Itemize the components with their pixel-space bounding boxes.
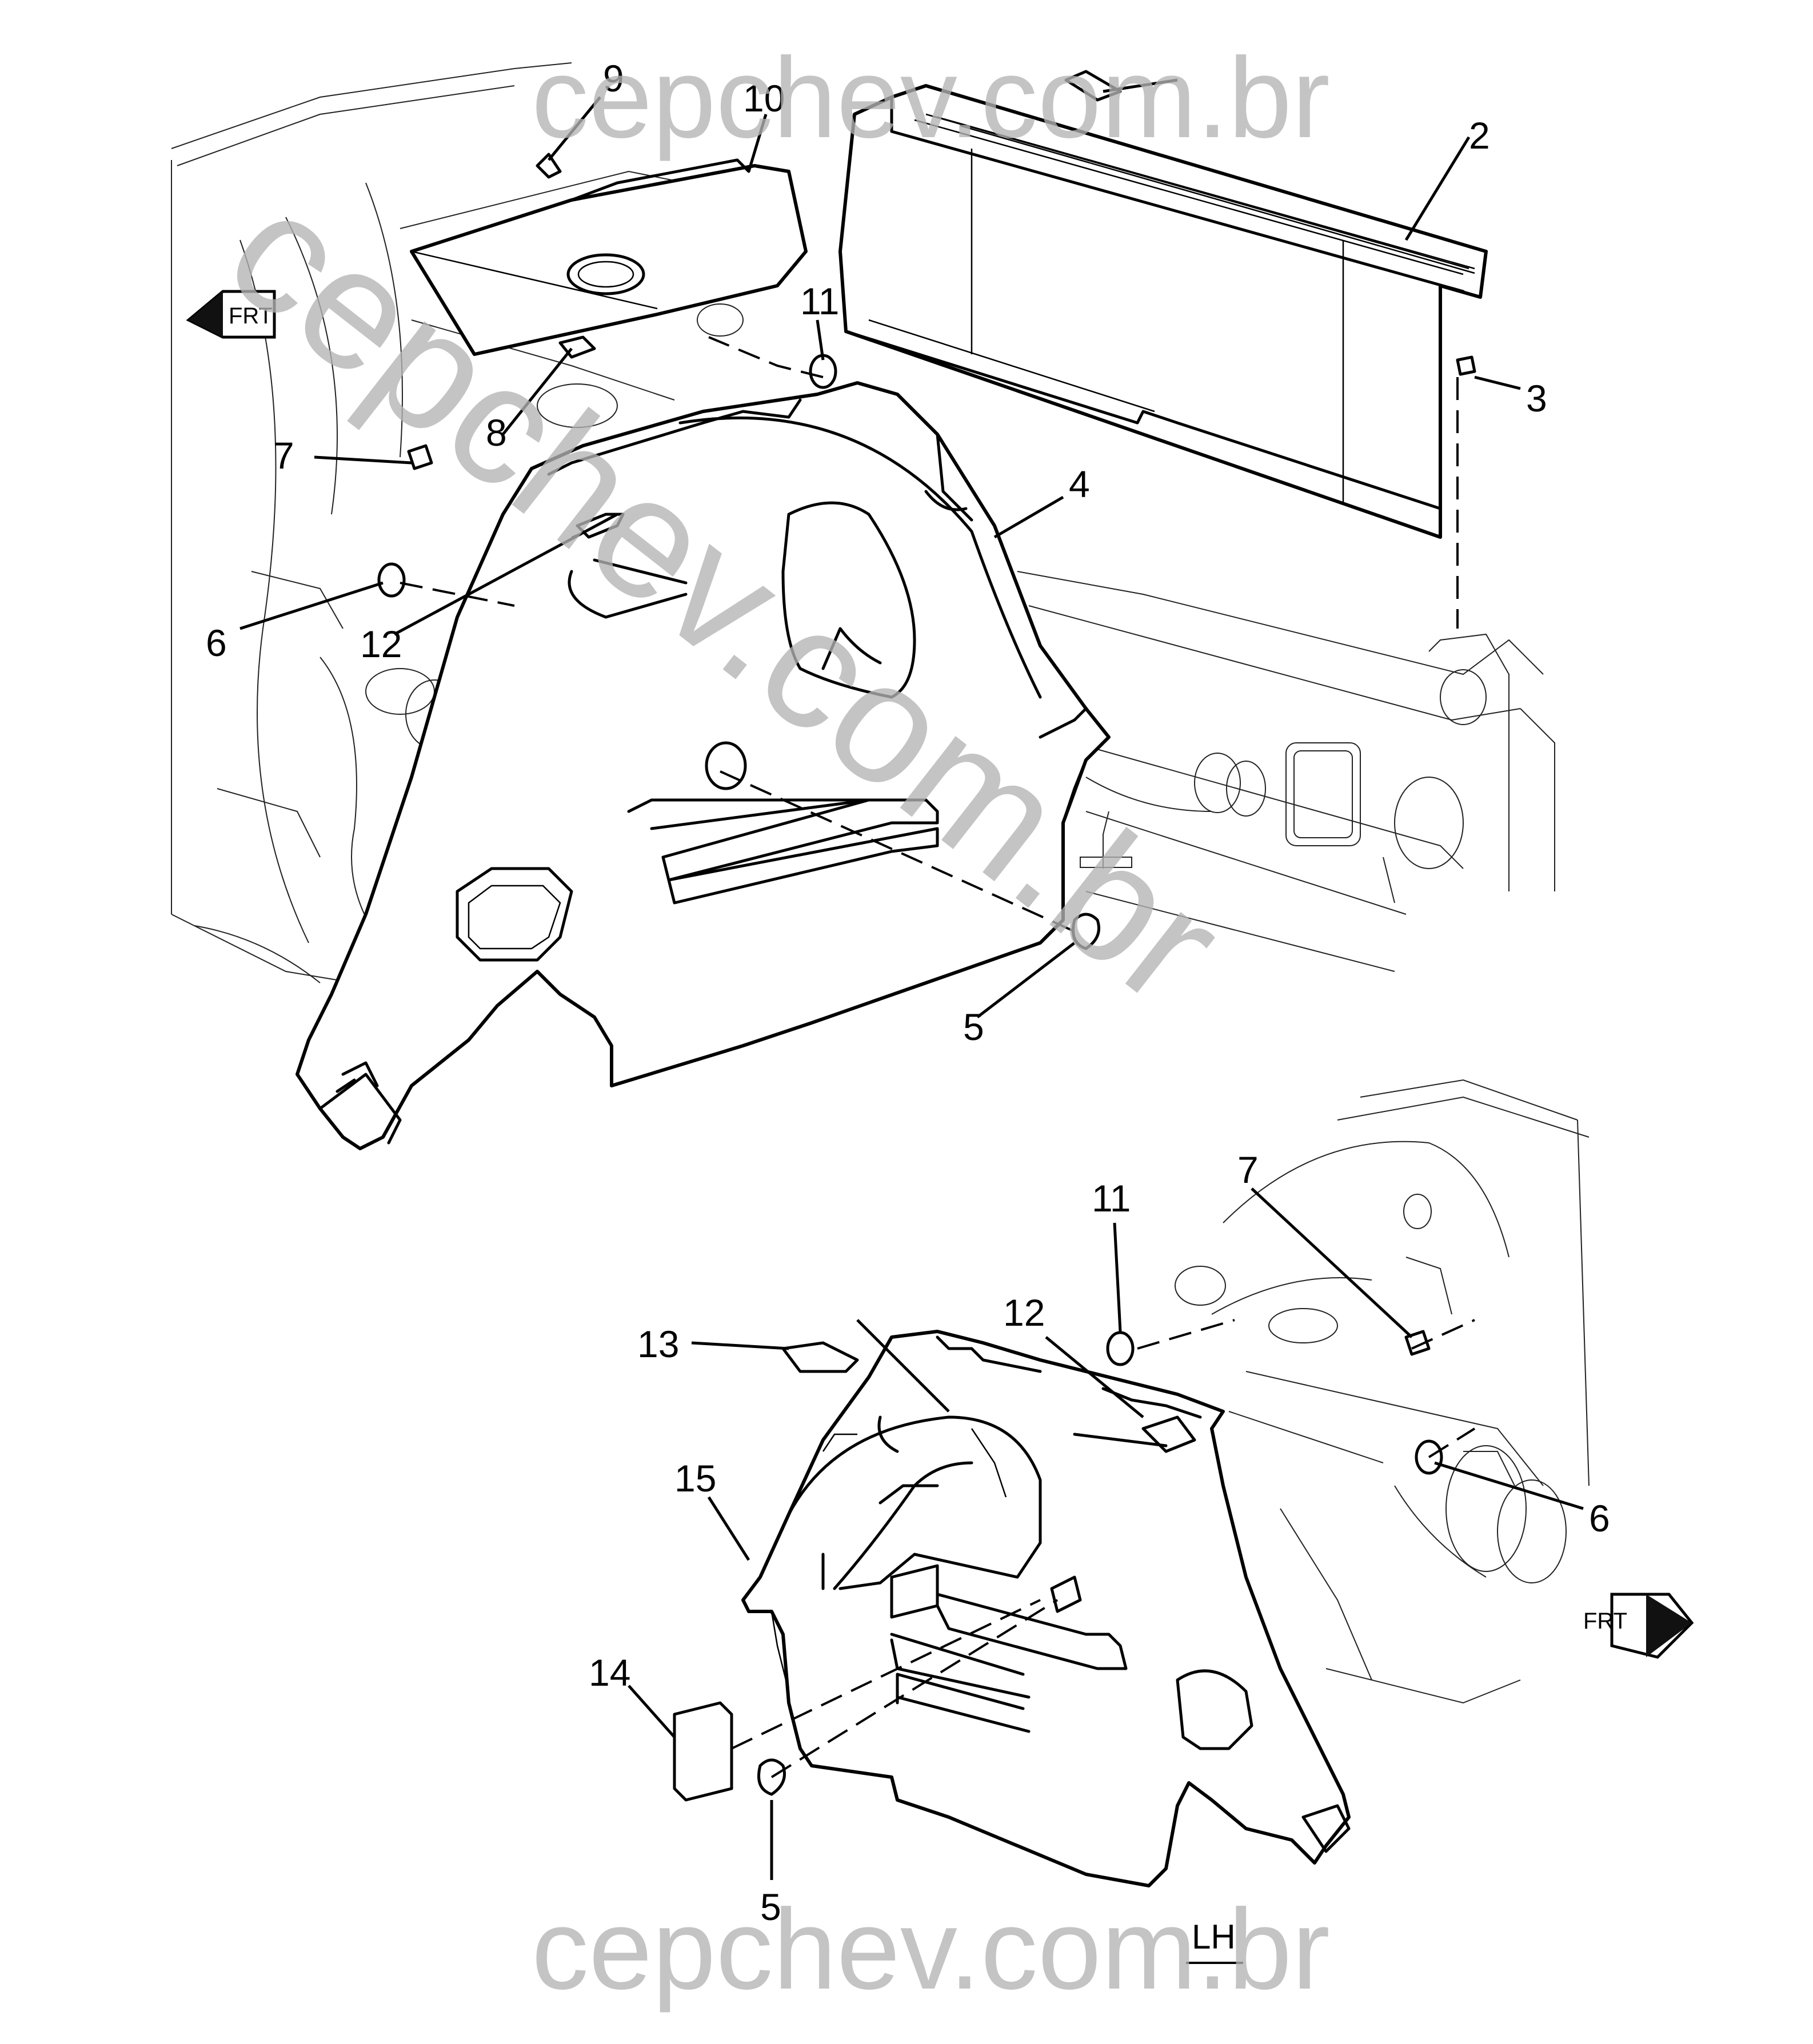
push-pin-5-upper <box>1072 913 1100 950</box>
push-pin-5-lower <box>757 1758 786 1796</box>
rear-panel-trim-part-2 <box>838 84 1488 539</box>
frt-arrow-lower-right: FRT <box>1583 1593 1694 1659</box>
callout-15: 15 <box>674 1457 716 1499</box>
trim-part-13 <box>781 1341 859 1373</box>
frt-label-upper: FRT <box>229 303 273 329</box>
cover-part-14 <box>673 1701 733 1802</box>
clip-7-upper <box>407 444 433 470</box>
callout-5-lower: 5 <box>760 1886 781 1928</box>
push-pin-11-lower <box>1106 1331 1135 1366</box>
callout-13: 13 <box>637 1323 679 1365</box>
watermark-top: cepchev.com.br <box>532 34 1330 162</box>
push-pin-6-lower <box>1415 1439 1443 1475</box>
callout-9: 9 <box>603 57 624 99</box>
callout-11-lower: 11 <box>1092 1177 1131 1219</box>
callout-11-upper: 11 <box>800 280 840 322</box>
clip-7-lower <box>1404 1330 1431 1356</box>
watermark-bottom: cepchev.com.br <box>532 1886 1330 2013</box>
quarter-trim-panel-part-15 <box>741 1330 1351 1887</box>
callouts-lower: 11 7 13 12 15 6 14 5 <box>589 1149 1610 1928</box>
callout-6-lower: 6 <box>1589 1497 1610 1539</box>
callout-12-lower: 12 <box>1003 1291 1045 1334</box>
push-pin-6-upper <box>377 562 406 598</box>
clip-9 <box>536 153 562 179</box>
clip-3 <box>1456 355 1476 376</box>
callout-6-upper: 6 <box>206 622 227 664</box>
callout-3: 3 <box>1526 377 1547 419</box>
callout-10: 10 <box>743 77 785 119</box>
callout-4: 4 <box>1069 463 1090 505</box>
lower-fasteners <box>673 1330 1443 1802</box>
frt-arrow-upper-left: FRT <box>186 290 276 339</box>
callout-5-upper: 5 <box>963 1006 984 1048</box>
callout-12-upper: 12 <box>360 623 402 665</box>
callout-14: 14 <box>589 1651 630 1694</box>
callouts-upper: 9 10 2 11 3 7 8 4 6 12 5 <box>206 57 1547 1048</box>
frt-label-lower: FRT <box>1583 1609 1627 1634</box>
lower-vehicle-body-sketch <box>1154 1079 1590 1704</box>
lower-leader-lines <box>628 1187 1584 1880</box>
side-label-group: LH <box>1186 1918 1243 1964</box>
quarter-trim-panel-part-4 <box>295 381 1111 1150</box>
callout-2: 2 <box>1469 114 1490 157</box>
handle-part-2 <box>1064 70 1122 102</box>
callout-7-lower: 7 <box>1237 1149 1259 1191</box>
upper-leader-lines <box>239 78 1521 1018</box>
callout-8: 8 <box>486 411 507 454</box>
upper-quarter-trim-part-10 <box>410 158 808 356</box>
callout-7-upper: 7 <box>273 434 294 477</box>
side-label-lh: LH <box>1192 1918 1236 1956</box>
push-pin-11-upper <box>809 354 837 389</box>
clip-12-lower <box>1141 1415 1196 1453</box>
